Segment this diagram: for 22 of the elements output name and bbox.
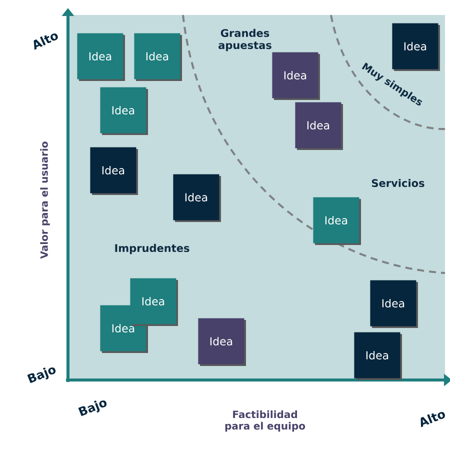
- sticky-note: Idea: [134, 33, 182, 81]
- axis-label: Bajo: [78, 400, 107, 416]
- sticky-note: Idea: [295, 102, 343, 150]
- sticky-note: Idea: [198, 318, 246, 366]
- axis-label: Alto: [420, 412, 445, 428]
- axis-label: Valor para el usuario: [40, 142, 50, 259]
- axis-label: Grandes apuestas: [218, 28, 272, 52]
- axis-label: Imprudentes: [115, 244, 190, 254]
- sticky-note: Idea: [100, 87, 148, 135]
- sticky-note: Idea: [173, 174, 221, 222]
- sticky-note: Idea: [272, 52, 320, 100]
- sticky-note: Idea: [313, 197, 361, 245]
- axis-label: Factibilidad para el equipo: [225, 410, 306, 432]
- sticky-note: Idea: [90, 147, 138, 195]
- sticky-note: Idea: [392, 23, 440, 71]
- axis-label: Alto: [34, 33, 58, 50]
- axis-label: Bajo: [27, 367, 56, 384]
- sticky-note: Idea: [77, 33, 125, 81]
- sticky-note: Idea: [354, 332, 402, 380]
- sticky-note: Idea: [370, 280, 418, 328]
- axis-label: Servicios: [372, 178, 424, 188]
- sticky-note: Idea: [130, 278, 178, 326]
